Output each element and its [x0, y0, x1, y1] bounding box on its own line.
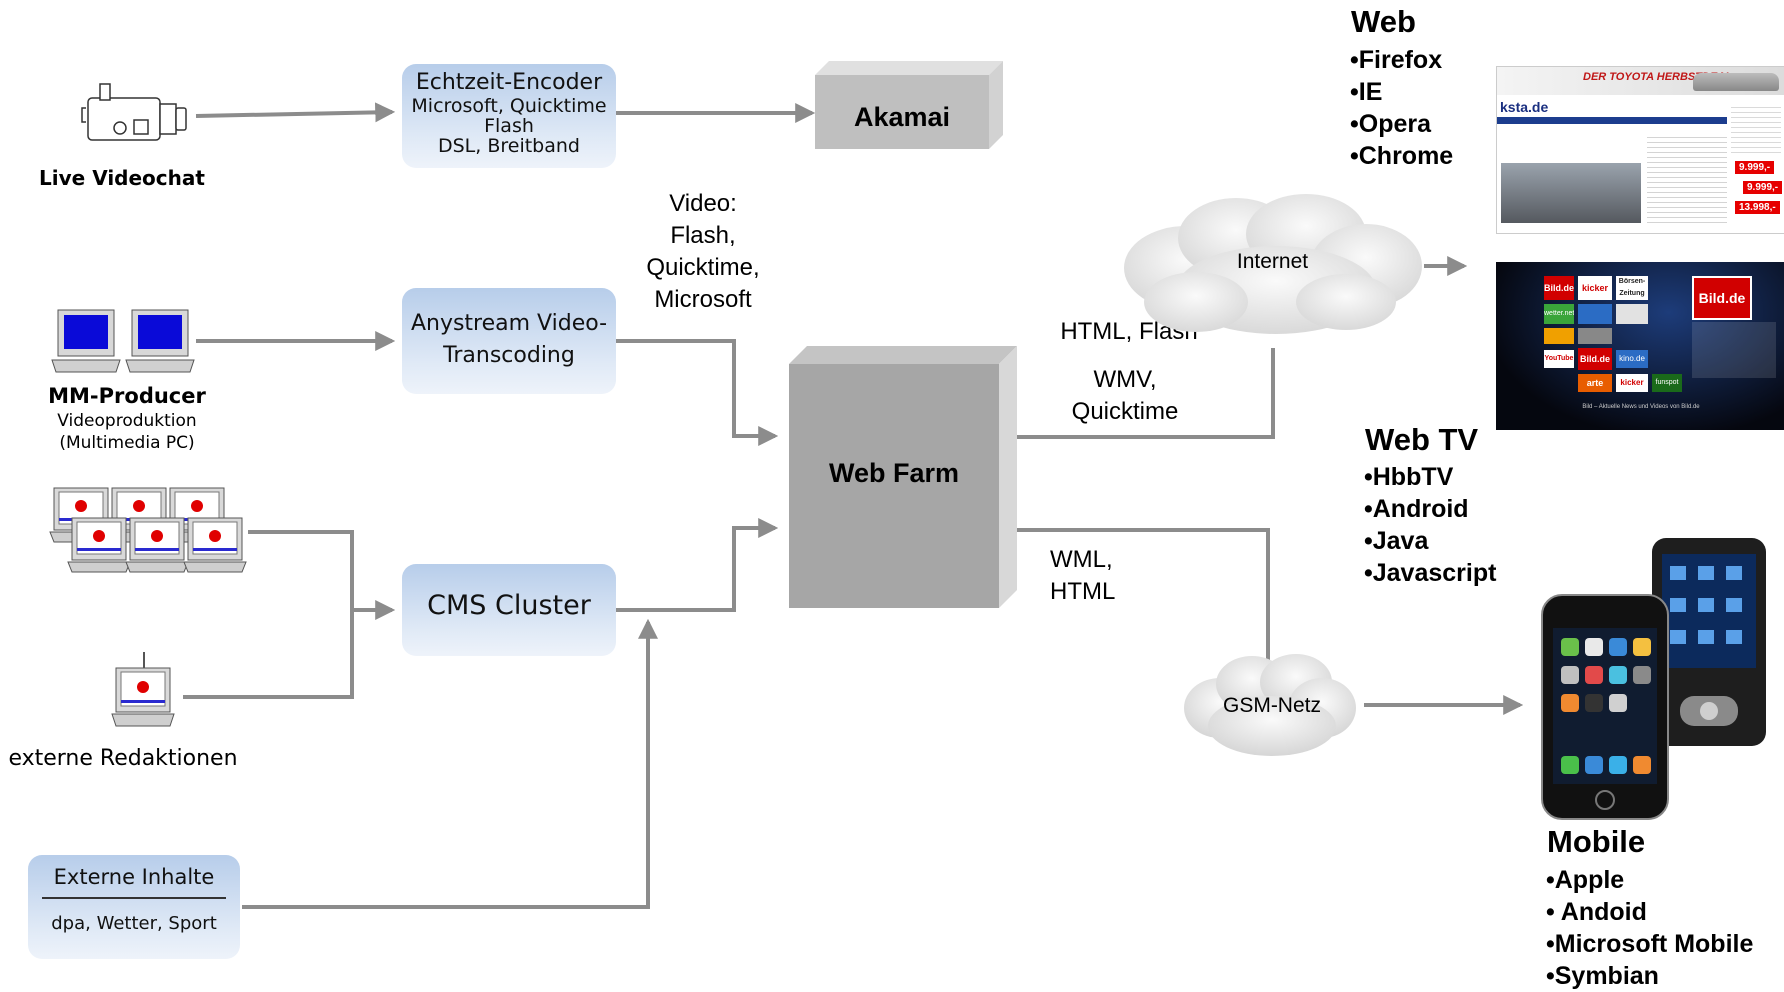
- tv-tile-kicker: kicker: [1616, 374, 1648, 392]
- mobile-target-title: Mobile: [1547, 824, 1646, 859]
- website-text-lines: [1647, 133, 1727, 227]
- anystream-transcoding-box: Anystream Video- Transcoding: [402, 288, 616, 394]
- pcs-to-cms-line: [248, 530, 354, 610]
- encoder-line3: Flash: [484, 115, 534, 137]
- webfarm-to-internet-line: [1003, 348, 1275, 439]
- cms-cluster-label: CMS Cluster: [427, 590, 591, 621]
- video-format-line: Microsoft: [654, 286, 752, 313]
- tv-tile-generic: [1578, 328, 1612, 344]
- encoder-line1: Echtzeit-Encoder: [415, 70, 603, 95]
- video-formats-label: Video: Flash, Quicktime, Microsoft: [618, 188, 788, 316]
- nokia-phone-image: [1650, 536, 1768, 748]
- tv-tile-kino: kino.de: [1616, 350, 1648, 368]
- tv-tile-arte: arte: [1578, 374, 1612, 392]
- website-logo: ksta.de: [1500, 99, 1549, 115]
- tv-side-panel: [1692, 322, 1776, 378]
- encoder-line4: DSL, Breitband: [437, 135, 580, 157]
- wml-html-label: WML, HTML: [1050, 544, 1150, 608]
- wml-line: WML,: [1050, 546, 1113, 573]
- webtv-platform-item: •Javascript: [1364, 559, 1497, 587]
- mm-producer-line1: Videoproduktion: [57, 411, 197, 431]
- webtv-platform-list: •HbbTV •Android •Java •Javascript: [1364, 461, 1496, 589]
- website-price-tag: 13.998,-: [1735, 201, 1780, 214]
- mm-producer-title: MM-Producer: [48, 384, 206, 408]
- mobile-platform-item: •Microsoft Mobile: [1546, 930, 1754, 958]
- website-price-tag: 9.999,-: [1735, 161, 1775, 174]
- externe-inhalte-divider: [42, 897, 226, 899]
- web-farm-label: Web Farm: [828, 458, 960, 488]
- gsm-cloud-icon: [1180, 648, 1358, 760]
- webtv-target-title: Web TV: [1365, 422, 1479, 457]
- encoder-line2: Microsoft, Quicktime: [411, 95, 607, 117]
- tv-tile-bild: Bild.de: [1544, 276, 1574, 300]
- tv-tile-generic: [1616, 304, 1648, 324]
- web-browser-item: •IE: [1350, 78, 1383, 106]
- webtv-platform-item: •HbbTV: [1364, 463, 1454, 491]
- akamai-label: Akamai: [853, 102, 951, 132]
- iphone-image: [1541, 594, 1669, 820]
- gsm-netz-label: GSM-Netz: [1222, 694, 1321, 717]
- website-nav-bar: [1497, 117, 1727, 124]
- tv-tile-generic: [1544, 328, 1574, 344]
- smart-tv-screenshot: Bild.de kicker Börsen-Zeitung wetter.net…: [1496, 262, 1784, 430]
- editor-workstations-icon: [42, 486, 252, 586]
- video-format-line: Video:: [669, 190, 737, 217]
- webtv-platform-item: •Android: [1364, 495, 1469, 523]
- cms-to-webfarm-arrow: [614, 518, 779, 612]
- webtv-platform-item: •Java: [1364, 527, 1429, 555]
- anystream-to-webfarm-arrow: [614, 339, 779, 446]
- mobile-platform-item: • Andoid: [1546, 898, 1647, 926]
- website-news-photo: [1501, 163, 1641, 223]
- web-browser-item: •Opera: [1350, 110, 1432, 138]
- tv-tile-generic: [1578, 304, 1612, 324]
- wmv-line: Quicktime: [1071, 398, 1179, 425]
- anystream-line2: Transcoding: [443, 343, 575, 368]
- realtime-encoder-box: Echtzeit-Encoder Microsoft, Quicktime Fl…: [402, 64, 616, 168]
- website-car-image: [1693, 73, 1779, 91]
- mobile-platform-list: •Apple • Andoid •Microsoft Mobile •Symbi…: [1546, 864, 1753, 992]
- mm-producer-computers-icon: [50, 308, 196, 374]
- externe-inhalte-box: Externe Inhalte dpa, Wetter, Sport: [28, 855, 240, 959]
- webfarm-to-gsm-line: [1008, 528, 1270, 668]
- redaktion-to-cms-line: [183, 610, 354, 699]
- website-screenshot: DER TOYOTA HERBSTDEAL ksta.de 9.999,- 9.…: [1496, 66, 1784, 234]
- wmv-line: WMV,: [1093, 366, 1157, 393]
- externe-inhalte-sub: dpa, Wetter, Sport: [51, 913, 217, 934]
- wml-line: HTML: [1050, 578, 1116, 605]
- web-browser-list: •Firefox •IE •Opera •Chrome: [1350, 44, 1453, 172]
- external-editor-pc-icon: [108, 650, 178, 732]
- tv-footer-text: Bild – Aktuelle News und Videos von Bild…: [1582, 404, 1700, 410]
- tv-tile-kicker: kicker: [1578, 276, 1612, 300]
- anystream-line1: Anystream Video-: [410, 311, 608, 336]
- live-videochat-label: Live Videochat: [39, 166, 205, 190]
- externe-to-cms-arrow: [242, 618, 658, 909]
- externe-inhalte-title: Externe Inhalte: [53, 865, 215, 889]
- internet-label: Internet: [1236, 250, 1309, 273]
- web-target-title: Web: [1351, 4, 1416, 39]
- cms-cluster-box: CMS Cluster: [402, 564, 616, 656]
- externe-redaktionen-label: externe Redaktionen: [8, 746, 238, 771]
- website-price-tag: 9.999,-: [1743, 181, 1783, 194]
- tv-featured-bild: Bild.de: [1692, 276, 1752, 320]
- tv-tile-funspot: funspot: [1652, 374, 1682, 392]
- website-sidebar-text: [1731, 103, 1781, 153]
- mobile-platform-item: •Apple: [1546, 866, 1625, 894]
- videochat-to-encoder-arrow: [195, 102, 396, 123]
- internet-cloud-icon: [1116, 190, 1428, 340]
- tv-tile-bild: Bild.de: [1578, 348, 1612, 370]
- video-format-line: Flash,: [670, 222, 736, 249]
- web-browser-item: •Firefox: [1350, 46, 1443, 74]
- wmv-quicktime-label: WMV, Quicktime: [1040, 364, 1210, 428]
- mobile-platform-item: •Symbian: [1546, 962, 1659, 990]
- tv-tile-boersen: Börsen-Zeitung: [1616, 276, 1648, 300]
- video-camera-icon: [80, 82, 190, 150]
- video-format-line: Quicktime,: [646, 254, 760, 281]
- tv-tile-wetter: wetter.net: [1544, 304, 1574, 324]
- akamai-box: [815, 61, 1003, 149]
- web-farm-box: [789, 346, 1017, 608]
- web-browser-item: •Chrome: [1350, 142, 1454, 170]
- tv-tile-youtube: YouTube: [1544, 350, 1574, 368]
- mm-producer-line2: (Multimedia PC): [59, 433, 195, 453]
